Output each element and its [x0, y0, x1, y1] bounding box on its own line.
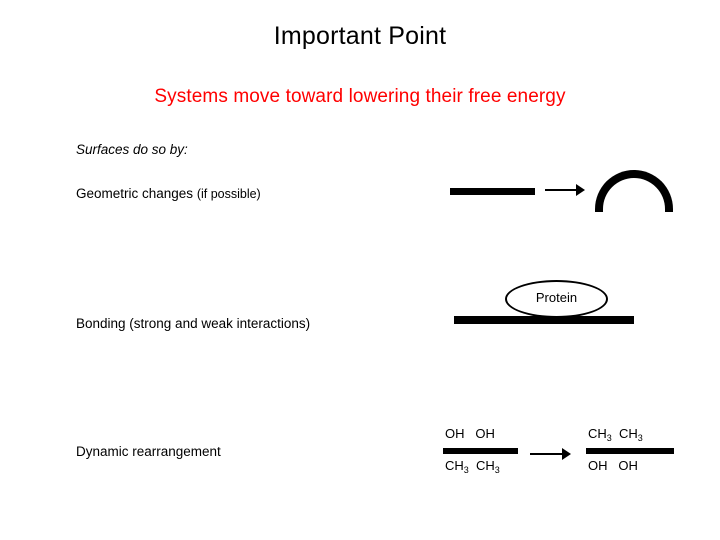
bullet-geometric-main: Geometric changes	[76, 186, 197, 201]
figure-geometric-changes	[445, 170, 680, 225]
protein-label: Protein	[535, 290, 578, 305]
arrow-head-2	[562, 448, 571, 460]
flat-surface-bar	[450, 188, 535, 195]
rearrangement-left-bar	[443, 448, 518, 454]
lead-text: Surfaces do so by:	[76, 142, 188, 157]
group-left-bottom: CH3 CH3	[445, 458, 500, 475]
right-arrow-icon-2	[530, 442, 574, 462]
bullet-geometric-suffix: (if possible)	[196, 187, 261, 201]
bullet-dynamic-rearrangement: Dynamic rearrangement	[76, 444, 221, 459]
bonding-surface-bar	[454, 316, 634, 324]
bullet-bonding: Bonding (strong and weak interactions)	[76, 316, 311, 331]
bullet-geometric-changes: Geometric changes (if possible)	[76, 186, 261, 201]
figure-dynamic-rearrangement: OH OH CH3 CH3 CH3 CH3 OH OH	[430, 420, 700, 480]
group-right-top: CH3 CH3	[588, 426, 643, 443]
curved-surface-shape	[595, 170, 673, 212]
group-left-top: OH OH	[445, 426, 495, 441]
arrow-head	[576, 184, 585, 196]
figure-protein-bonding: Protein	[450, 280, 650, 330]
slide-subtitle: Systems move toward lowering their free …	[154, 86, 566, 107]
rearrangement-right-bar	[586, 448, 674, 454]
arrow-shaft	[545, 189, 578, 191]
right-arrow-icon	[545, 178, 587, 202]
group-right-bottom: OH OH	[588, 458, 638, 473]
arrow-shaft-2	[530, 453, 564, 455]
page-title: Important Point	[273, 22, 447, 50]
